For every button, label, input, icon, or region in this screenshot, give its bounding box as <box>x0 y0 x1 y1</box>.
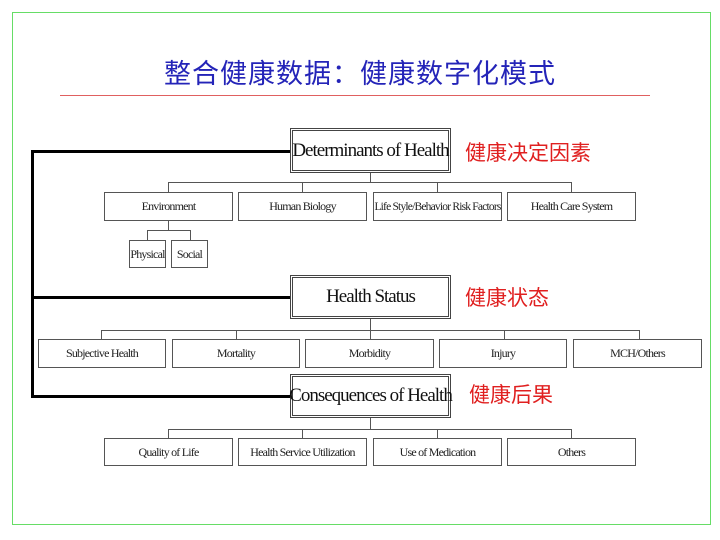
health-service-utilization-box: Health Service Utilization <box>238 438 367 466</box>
subjective-health-box: Subjective Health <box>38 339 166 368</box>
tree-line <box>370 418 371 429</box>
tree-line <box>370 319 371 330</box>
tree-line <box>168 429 169 438</box>
mch-others-box: MCH/Others <box>573 339 702 368</box>
connector-consequences <box>31 395 291 398</box>
tree-line <box>168 182 571 183</box>
mortality-box: Mortality <box>172 339 300 368</box>
tree-line <box>437 429 438 438</box>
determinants-zh-label: 健康决定因素 <box>465 141 591 165</box>
tree-line <box>147 230 190 231</box>
tree-line <box>302 182 303 192</box>
status-zh-label: 健康状态 <box>465 286 549 310</box>
slide-border <box>12 12 711 525</box>
morbidity-box: Morbidity <box>305 339 434 368</box>
title-divider <box>60 95 650 96</box>
tree-line <box>370 330 371 339</box>
quality-of-life-box: Quality of Life <box>104 438 233 466</box>
tree-line <box>236 330 237 339</box>
connector-determinants <box>31 150 291 153</box>
tree-line <box>190 230 191 240</box>
left-connector <box>31 150 34 398</box>
tree-line <box>168 221 169 230</box>
tree-line <box>147 230 148 240</box>
consequences-zh-label: 健康后果 <box>469 383 553 407</box>
tree-line <box>437 182 438 192</box>
tree-line <box>168 429 571 430</box>
physical-box: Physical <box>129 240 166 268</box>
tree-line <box>101 330 102 339</box>
tree-line <box>302 429 303 438</box>
determinants-box: Determinants of Health <box>290 128 451 173</box>
tree-line <box>639 330 640 339</box>
social-box: Social <box>171 240 208 268</box>
tree-line <box>571 429 572 438</box>
lifestyle-box: Life Style/Behavior Risk Factors <box>373 192 502 221</box>
tree-line <box>571 182 572 192</box>
human-biology-box: Human Biology <box>238 192 367 221</box>
slide-title: 整合健康数据：健康数字化模式 <box>164 59 556 90</box>
injury-box: Injury <box>439 339 567 368</box>
health-status-box: Health Status <box>290 275 451 319</box>
environment-box: Environment <box>104 192 233 221</box>
health-care-system-box: Health Care System <box>507 192 636 221</box>
tree-line <box>168 182 169 192</box>
tree-line <box>370 173 371 182</box>
consequences-box: Consequences of Health <box>289 374 453 418</box>
others-box: Others <box>507 438 636 466</box>
use-of-medication-box: Use of Medication <box>373 438 502 466</box>
connector-status <box>31 296 291 299</box>
tree-line <box>504 330 505 339</box>
